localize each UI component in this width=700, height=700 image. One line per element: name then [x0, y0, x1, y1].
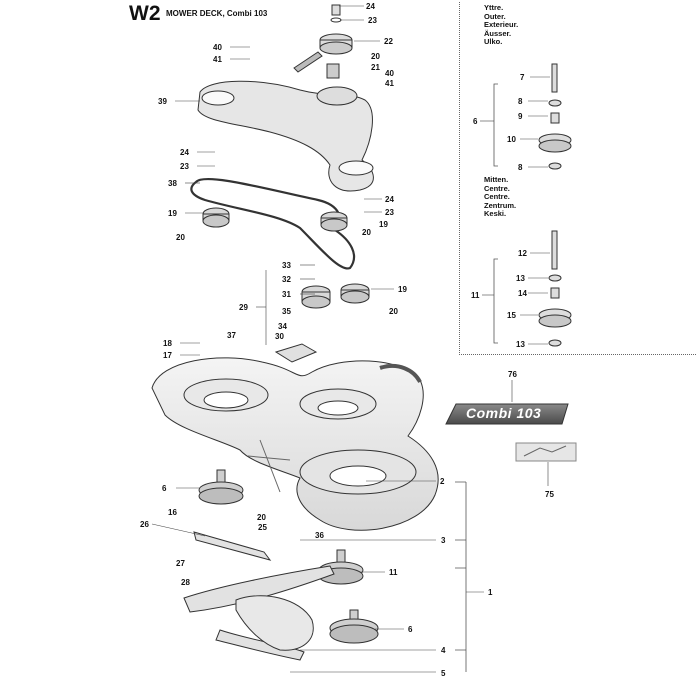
part-label-13: 13 — [516, 274, 525, 283]
legend-outer-labels: Yttre. Outer. Exterieur. Äusser. Ulko. — [484, 3, 519, 47]
top-pulley-assembly — [293, 4, 353, 79]
part-label-31: 31 — [282, 290, 291, 299]
part-label-38: 38 — [168, 179, 177, 188]
part-label-41: 41 — [213, 55, 222, 64]
part-label-28: 28 — [181, 578, 190, 587]
part-label-23: 23 — [385, 208, 394, 217]
legend-center-label: Centre. — [484, 192, 510, 202]
part-label-20: 20 — [389, 307, 398, 316]
part-label-20: 20 — [371, 52, 380, 61]
callout-brackets — [455, 83, 498, 672]
combi-badge-shape — [445, 403, 569, 425]
part-label-37: 37 — [227, 331, 236, 340]
part-label-23: 23 — [368, 16, 377, 25]
legend-outer-label: Äusser. — [484, 28, 512, 38]
mower-deck-housing — [151, 357, 439, 531]
part-label-17: 17 — [163, 351, 172, 360]
legend-center-label: Centre. — [484, 183, 510, 193]
part-label-2: 2 — [440, 477, 445, 486]
part-label-20: 20 — [176, 233, 185, 242]
part-label-16: 16 — [168, 508, 177, 517]
legend-center-labels: Mitten. Centre. Centre. Zentrum. Keski. — [484, 175, 517, 219]
part-label-26: 26 — [140, 520, 149, 529]
part-label-29: 29 — [239, 303, 248, 312]
part-label-33: 33 — [282, 261, 291, 270]
legend-outer-label: Ulko. — [484, 37, 503, 47]
part-label-34: 34 — [278, 322, 287, 331]
legend-outer-label: Outer. — [484, 11, 506, 21]
legend-spindle-outer — [538, 63, 572, 170]
spindle-legend-box — [459, 2, 696, 355]
decal-label-sticker — [515, 442, 577, 462]
part-label-24: 24 — [366, 2, 375, 11]
part-label-11: 11 — [471, 291, 480, 300]
legend-center-label: Keski. — [484, 209, 507, 219]
part-label-32: 32 — [282, 275, 291, 284]
leader-lines — [151, 5, 550, 673]
legend-outer-label: Yttre. — [484, 3, 504, 12]
part-label-22: 22 — [384, 37, 393, 46]
part-label-19: 19 — [379, 220, 388, 229]
part-label-41: 41 — [385, 79, 394, 88]
part-label-6: 6 — [408, 625, 413, 634]
part-label-5: 5 — [441, 669, 446, 678]
legend-outer-label: Exterieur. — [484, 20, 519, 30]
part-label-24: 24 — [385, 195, 394, 204]
part-label-6: 6 — [162, 484, 167, 493]
diagram-title: MOWER DECK, Combi 103 — [166, 9, 268, 18]
part-label-76: 76 — [508, 370, 517, 379]
part-label-9: 9 — [518, 112, 523, 121]
part-label-40: 40 — [213, 43, 222, 52]
diagram-code: W2 — [129, 2, 161, 25]
part-label-6: 6 — [473, 117, 478, 126]
drive-belt — [190, 178, 356, 270]
part-label-7: 7 — [520, 73, 525, 82]
part-label-21: 21 — [371, 63, 380, 72]
part-label-10: 10 — [507, 135, 516, 144]
legend-center-label: Zentrum. — [484, 200, 517, 210]
part-label-12: 12 — [518, 249, 527, 258]
part-label-18: 18 — [163, 339, 172, 348]
part-label-40: 40 — [385, 69, 394, 78]
part-label-20: 20 — [362, 228, 371, 237]
part-label-19: 19 — [168, 209, 177, 218]
part-label-23: 23 — [180, 162, 189, 171]
idler-pulleys — [202, 207, 370, 363]
part-label-11: 11 — [389, 568, 398, 577]
part-label-39: 39 — [158, 97, 167, 106]
part-label-75: 75 — [545, 490, 554, 499]
part-label-19: 19 — [398, 285, 407, 294]
part-label-8: 8 — [518, 163, 523, 172]
belt-cover — [197, 80, 374, 192]
part-label-25: 25 — [258, 523, 267, 532]
part-label-20: 20 — [257, 513, 266, 522]
part-label-8: 8 — [518, 97, 523, 106]
part-label-36: 36 — [315, 531, 324, 540]
part-label-3: 3 — [441, 536, 446, 545]
discharge-deflector — [235, 595, 314, 651]
part-label-30: 30 — [275, 332, 284, 341]
part-label-24: 24 — [180, 148, 189, 157]
cutting-blades — [183, 531, 335, 661]
part-labels: 24 23 22 40 41 20 21 40 41 39 24 23 38 2… — [140, 2, 554, 678]
part-label-1: 1 — [488, 588, 493, 597]
legend-center-label: Mitten. — [484, 175, 509, 184]
combi-badge-text: Combi 103 — [466, 405, 542, 421]
part-label-14: 14 — [518, 289, 527, 298]
legend-spindle-center — [538, 230, 572, 347]
part-label-15: 15 — [507, 311, 516, 320]
part-label-35: 35 — [282, 307, 291, 316]
part-label-27: 27 — [176, 559, 185, 568]
part-label-4: 4 — [441, 646, 446, 655]
part-label-13: 13 — [516, 340, 525, 349]
